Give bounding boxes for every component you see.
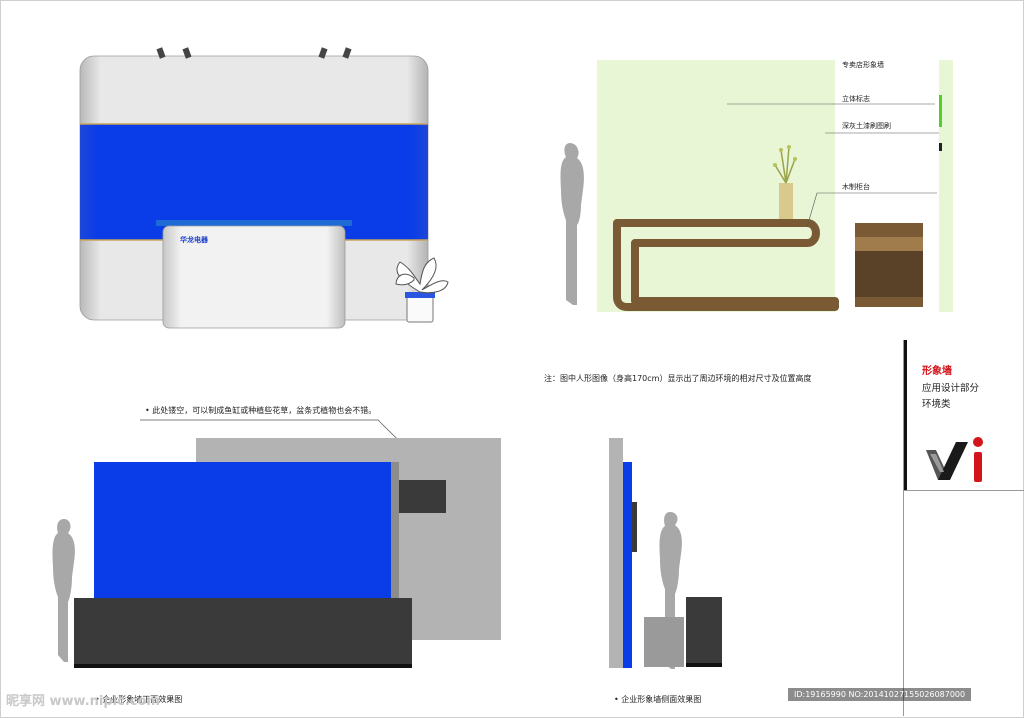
cutout-niche (390, 480, 446, 513)
blue-edge (623, 462, 632, 668)
potted-plant-icon (395, 257, 449, 323)
front-elevation-drawing (79, 47, 449, 329)
label-paint: 深灰土漆刷图刷 (842, 122, 891, 130)
label-stand-sign: 立体标志 (842, 95, 870, 103)
blue-panel (94, 462, 391, 600)
spotlight-icon (156, 47, 352, 59)
title-block-line1: 应用设计部分 (922, 383, 980, 394)
title-block-line2: 环境类 (922, 399, 951, 410)
person-silhouette (52, 519, 75, 662)
side-effect-caption: • 企业形象墙侧面效果图 (614, 695, 702, 704)
watermark-right: ID:19165990 NO:20141027155026087000 (788, 688, 972, 701)
person-silhouette (560, 143, 584, 305)
side-effect-drawing (609, 438, 722, 669)
front-effect-caption: • 企业形象墙正面效果图 (95, 695, 183, 704)
scale-note: 注：图中人形图像（身高170cm）显示出了周边环境的相对尺寸及位置高度 (544, 374, 812, 383)
wood-counter (613, 219, 839, 311)
vi-logo-icon (926, 437, 983, 482)
label-counter: 木制柜台 (842, 183, 870, 191)
side-wall (609, 438, 623, 668)
watermark-left: 昵享网 www.nipic.com (6, 694, 160, 709)
desk-top (156, 220, 352, 226)
perspective-drawing (52, 419, 501, 668)
front-counter (74, 598, 412, 666)
vase (779, 183, 793, 221)
desk-logo: 华龙电器 (180, 236, 208, 244)
title-block: 形象墙 应用设计部分 环境类 (903, 340, 1024, 716)
side-elevation-drawing (560, 60, 953, 312)
label-store-wall: 专卖店形象墙 (842, 61, 884, 69)
title-block-title: 形象墙 (922, 366, 952, 377)
side-counter (686, 597, 722, 663)
reception-desk (162, 225, 346, 329)
stand-sign (939, 95, 942, 127)
cutout-annotation: • 此处镂空，可以制成鱼缸或种植些花草，盆条式植物也会不错。 (145, 406, 377, 415)
